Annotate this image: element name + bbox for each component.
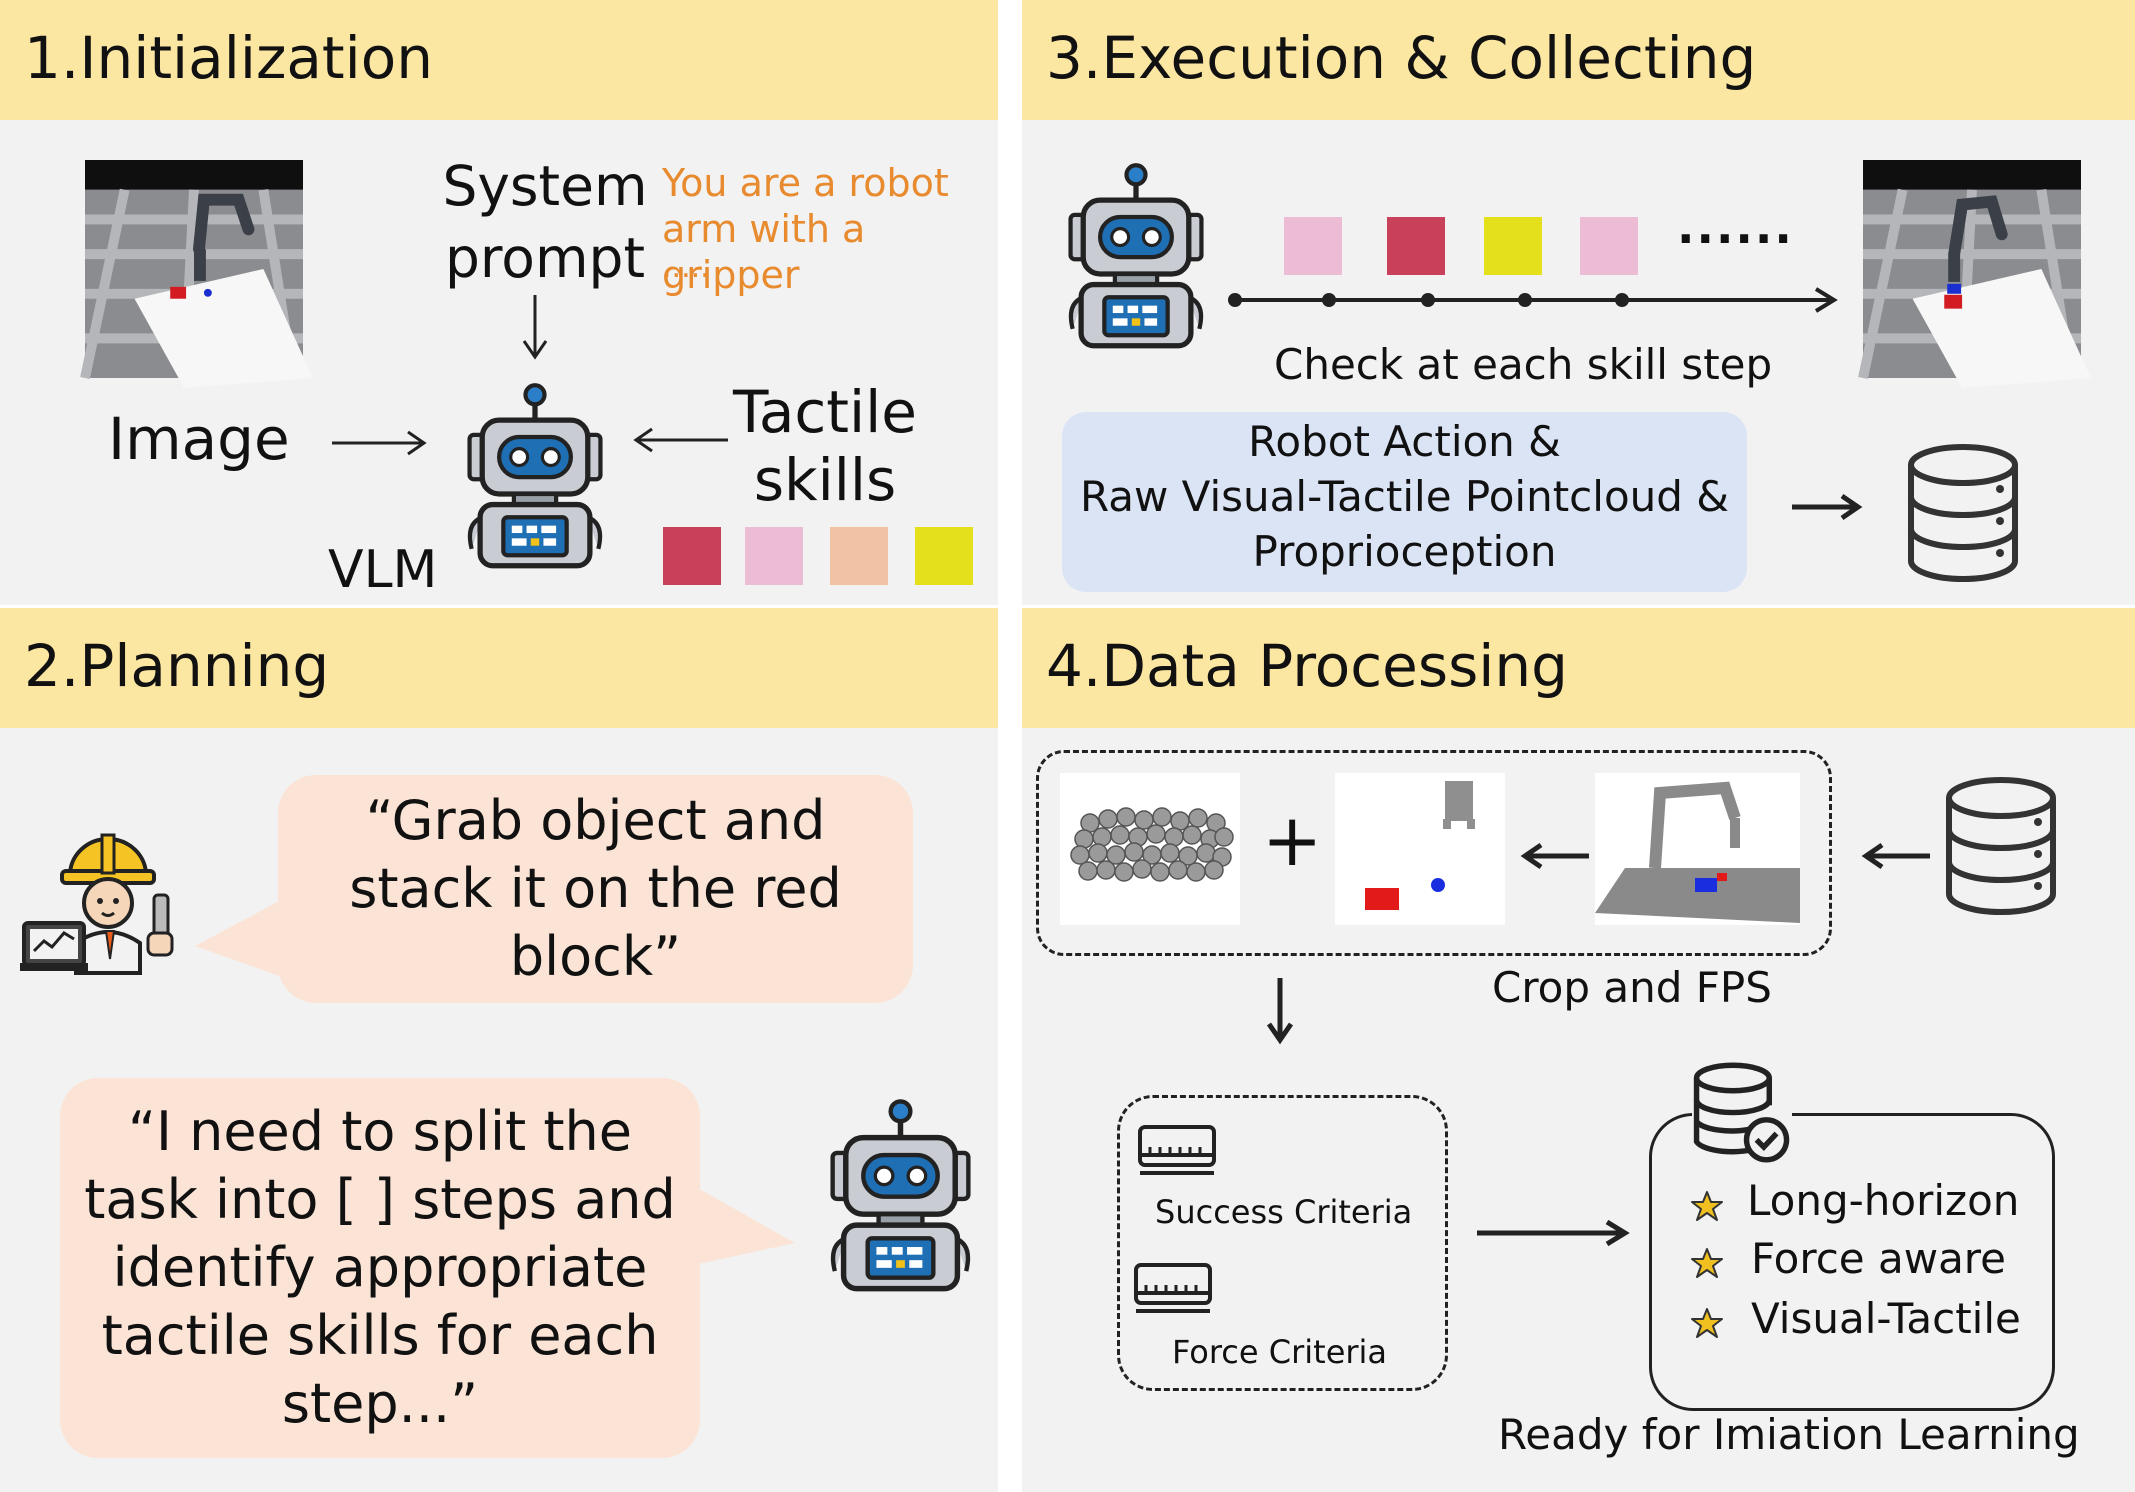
- verified-database-icon: [1692, 1062, 1792, 1163]
- database-icon: [1907, 445, 2019, 585]
- arrow-right: [1792, 493, 1863, 521]
- bubble-tail: [680, 1178, 795, 1268]
- raw-pointcloud-image: [1595, 773, 1800, 925]
- panel-initialization: 1.Initialization System prompt You are a…: [0, 0, 998, 605]
- engineer-icon: [20, 833, 174, 975]
- robot-icon: [823, 1096, 978, 1293]
- data-line-1: Robot Action &: [1248, 417, 1561, 466]
- star-icon: [1691, 1191, 1723, 1221]
- robot-quote: “I need to split the task into [ ] steps…: [84, 1100, 676, 1435]
- arrow-down: [1266, 978, 1294, 1045]
- feature-label: Visual-Tactile: [1751, 1294, 2021, 1343]
- skill-step-block: [1284, 217, 1342, 275]
- robot-speech-bubble: “I need to split the task into [ ] steps…: [60, 1078, 700, 1458]
- panel-execution: 3.Execution & Collecting ...... Check at…: [1022, 0, 2135, 605]
- panel-planning: 2.Planning “Grab object and stack it on …: [0, 608, 998, 1492]
- criteria-box: [1117, 1095, 1448, 1391]
- user-quote: “Grab object and stack it on the red blo…: [349, 789, 842, 988]
- panel-header: 1.Initialization: [0, 0, 998, 120]
- ready-label: Ready for Imiation Learning: [1498, 1410, 2080, 1459]
- arrow-right: [1477, 1219, 1630, 1247]
- feature-label: Long-horizon: [1747, 1176, 2020, 1225]
- skill-block: [663, 527, 721, 585]
- system-prompt-ellipsis: .....: [662, 250, 710, 285]
- panel-data-processing: 4.Data Processing + Crop and FPS Success…: [1022, 608, 2135, 1492]
- cropped-pointcloud-image: [1335, 773, 1505, 925]
- tactile-pointcloud-image: [1060, 773, 1240, 925]
- execution-scene-image: [1862, 160, 2082, 378]
- system-prompt-text: You are a robot arm with a gripper: [662, 161, 949, 297]
- skill-block: [830, 527, 888, 585]
- force-criteria-label: Force Criteria: [1172, 1333, 1388, 1371]
- data-line-3: Proprioception: [1252, 527, 1557, 576]
- star-icon: [1691, 1308, 1723, 1338]
- ruler-icon: [1134, 1263, 1212, 1313]
- ready-dataset-box: [1649, 1113, 2055, 1411]
- robot-icon: [460, 380, 610, 570]
- skill-block: [745, 527, 803, 585]
- pointcloud-group: [1036, 750, 1832, 956]
- panel-title: 3.Execution & Collecting: [1046, 24, 1757, 92]
- vlm-label: VLM: [328, 540, 438, 600]
- success-criteria-label: Success Criteria: [1155, 1193, 1413, 1231]
- check-label: Check at each skill step: [1274, 340, 1773, 389]
- plus-sign: +: [1262, 798, 1323, 882]
- user-speech-bubble: “Grab object and stack it on the red blo…: [278, 775, 913, 1003]
- panel-title: 1.Initialization: [24, 24, 434, 92]
- panel-title: 2.Planning: [24, 632, 330, 700]
- database-icon: [1945, 778, 2057, 918]
- panel-header: 4.Data Processing: [1022, 608, 2135, 728]
- feature-label: Force aware: [1751, 1234, 2006, 1283]
- robot-icon: [1062, 160, 1210, 350]
- skill-step-block: [1387, 217, 1445, 275]
- collected-data-box: Robot Action & Raw Visual-Tactile Pointc…: [1062, 412, 1747, 592]
- panel-title: 4.Data Processing: [1046, 632, 1568, 700]
- star-icon: [1691, 1248, 1723, 1278]
- image-label: Image: [108, 405, 290, 473]
- crop-fps-label: Crop and FPS: [1492, 963, 1772, 1012]
- panel-header: 2.Planning: [0, 608, 998, 728]
- more-steps-dots: ......: [1677, 200, 1794, 254]
- bubble-tail: [195, 898, 285, 978]
- arrow-right: [332, 430, 427, 456]
- panel-header: 3.Execution & Collecting: [1022, 0, 2135, 120]
- data-line-2: Raw Visual-Tactile Pointcloud &: [1079, 472, 1730, 521]
- ruler-icon: [1138, 1125, 1216, 1175]
- simulation-scene-image: [85, 160, 303, 378]
- skill-step-block: [1484, 217, 1542, 275]
- arrow-down: [522, 295, 548, 360]
- skill-block: [915, 527, 973, 585]
- arrow-left: [633, 427, 728, 453]
- skill-step-block: [1580, 217, 1638, 275]
- tactile-skills-label: Tactile skills: [733, 378, 917, 514]
- timeline-arrow: [1228, 287, 1838, 313]
- system-prompt-label: System prompt: [442, 154, 648, 290]
- arrow-left: [1861, 842, 1930, 870]
- arrow-left: [1520, 842, 1589, 870]
